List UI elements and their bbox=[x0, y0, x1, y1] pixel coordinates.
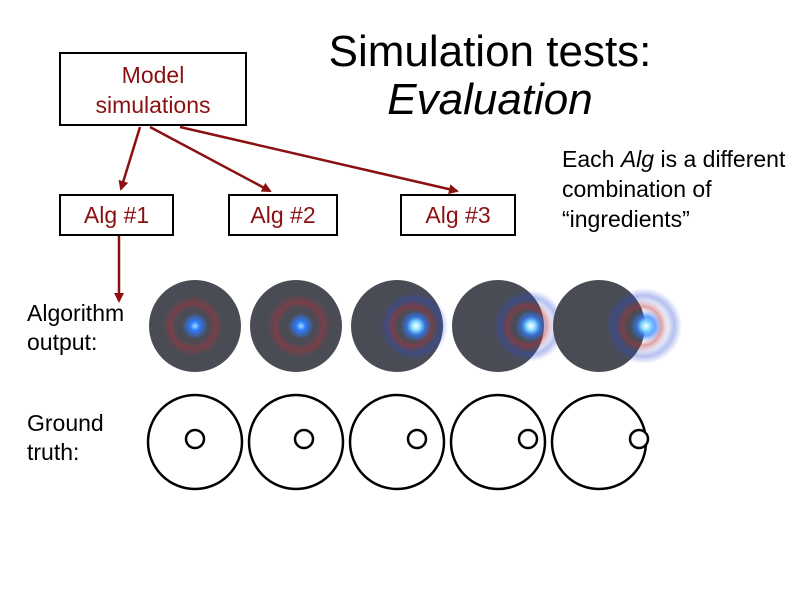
output-blob bbox=[400, 310, 432, 342]
note-em: Alg bbox=[620, 146, 655, 172]
truth-panel bbox=[348, 393, 446, 491]
output-panel bbox=[553, 280, 682, 372]
truth-panel bbox=[550, 393, 650, 491]
output-blob bbox=[182, 313, 208, 339]
algorithm-output-row bbox=[149, 280, 682, 372]
ground-truth-row bbox=[146, 393, 650, 491]
truth-outer-circle bbox=[348, 393, 446, 491]
output-panel bbox=[452, 280, 565, 372]
alg-1-box: Alg #1 bbox=[59, 194, 174, 236]
output-label-line-2: output: bbox=[27, 329, 98, 355]
output-blob bbox=[515, 310, 547, 342]
model-box-line-1: Model bbox=[121, 62, 185, 88]
alg-2-box: Alg #2 bbox=[228, 194, 338, 236]
output-label-line-1: Algorithm bbox=[27, 300, 125, 326]
truth-panel bbox=[449, 393, 547, 491]
alg-note: Each Alg is a different combination of “… bbox=[562, 144, 792, 234]
truth-outer-circle bbox=[449, 393, 547, 491]
truth-inner-circle bbox=[628, 428, 650, 450]
arrow-model-to-alg1 bbox=[118, 126, 142, 191]
truth-inner-circle bbox=[184, 428, 206, 450]
note-pre: Each bbox=[562, 146, 621, 172]
output-panel bbox=[149, 280, 241, 372]
truth-inner-circle bbox=[293, 428, 315, 450]
title-line-1: Simulation tests: bbox=[328, 27, 652, 76]
note-post: is a different combination of “ingredien… bbox=[562, 146, 786, 232]
model-simulations-box: Model simulations bbox=[59, 52, 247, 126]
output-panel bbox=[250, 280, 342, 372]
arrows bbox=[114, 125, 459, 303]
truth-label-line-1: Ground bbox=[27, 410, 104, 436]
alg-3-box: Alg #3 bbox=[400, 194, 516, 236]
truth-panel bbox=[146, 393, 244, 491]
algorithm-output-label: Algorithm output: bbox=[27, 299, 124, 357]
slide-title: Simulation tests: Evaluation bbox=[300, 28, 680, 124]
output-blob bbox=[630, 310, 662, 342]
arrow-model-to-alg2 bbox=[149, 125, 272, 193]
arrow-model-to-alg3 bbox=[179, 125, 459, 195]
truth-label-line-2: truth: bbox=[27, 439, 80, 465]
model-box-line-2: simulations bbox=[95, 92, 211, 118]
truth-inner-circle bbox=[406, 428, 428, 450]
truth-inner-circle bbox=[517, 428, 539, 450]
output-panel bbox=[351, 280, 448, 372]
ground-truth-label: Ground truth: bbox=[27, 409, 104, 467]
truth-panel bbox=[247, 393, 345, 491]
output-blob bbox=[288, 313, 314, 339]
title-line-2: Evaluation bbox=[387, 75, 593, 124]
